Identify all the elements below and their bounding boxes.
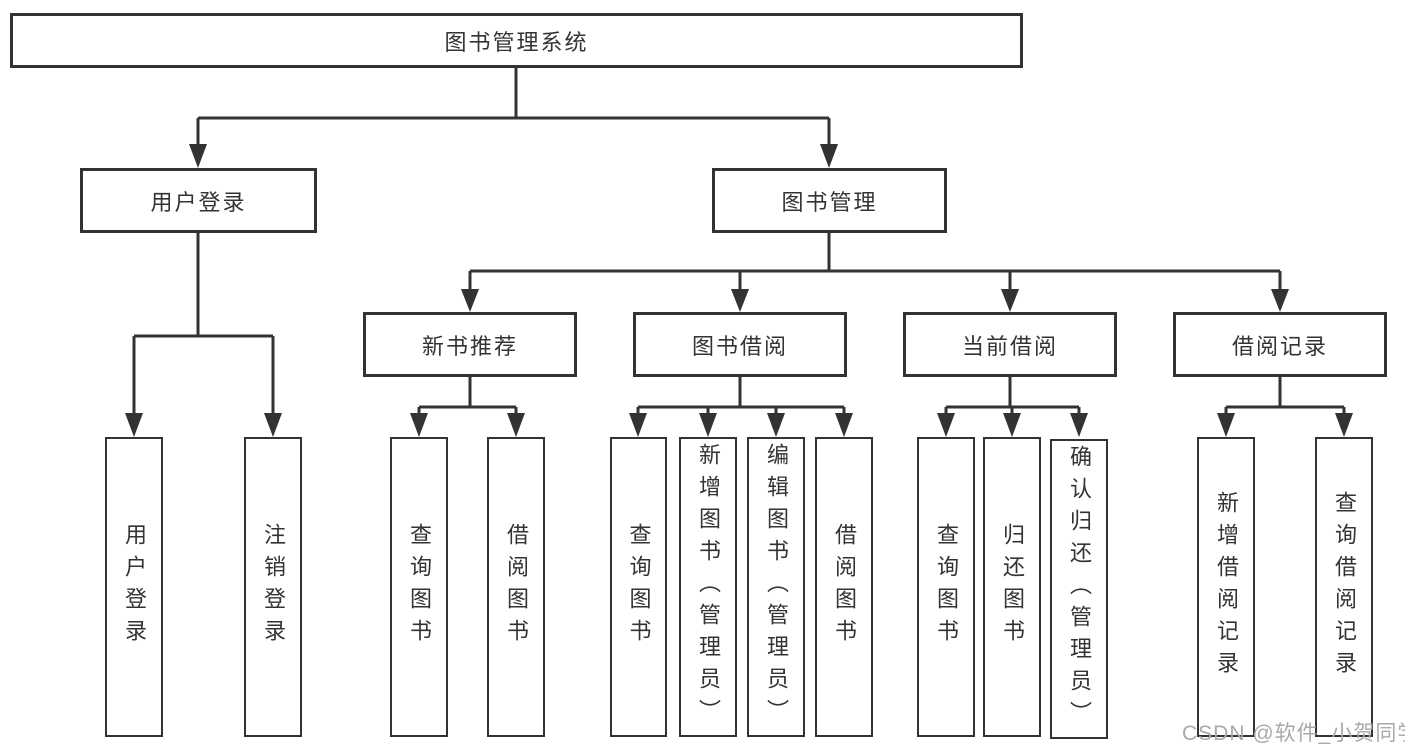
node-new-book-recommend: 新书推荐 (363, 312, 577, 377)
csdn-watermark: CSDN @软件_小贺同学 (1182, 722, 1405, 745)
leaf-label: 新增图书（管理员） (696, 443, 721, 731)
node-book-borrowing: 图书借阅 (633, 312, 847, 377)
leaf-add-borrow-record: 新增借阅记录 (1197, 437, 1255, 737)
node-book-management: 图书管理 (712, 168, 947, 233)
leaf-query-books-recommend: 查询图书 (390, 437, 448, 737)
leaf-label: 查询图书 (626, 523, 652, 651)
leaf-confirm-return-admin: 确认归还（管理员） (1050, 439, 1108, 739)
leaf-label: 注销登录 (261, 523, 286, 651)
leaf-label: 查询借阅记录 (1332, 491, 1357, 683)
leaf-borrow-books: 借阅图书 (815, 437, 873, 737)
leaf-label: 查询图书 (934, 523, 959, 651)
leaf-label: 查询图书 (407, 523, 432, 651)
node-current-borrowing: 当前借阅 (903, 312, 1117, 377)
leaf-return-books: 归还图书 (983, 437, 1041, 737)
node-borrowing-records: 借阅记录 (1173, 312, 1387, 377)
leaf-label: 编辑图书（管理员） (764, 443, 789, 731)
connector-paths (132, 68, 1346, 418)
leaf-user-login: 用户登录 (105, 437, 163, 737)
leaf-label: 归还图书 (1000, 523, 1025, 651)
leaf-label: 新增借阅记录 (1214, 491, 1239, 683)
connector-arrowheads (125, 144, 1353, 437)
leaf-logout: 注销登录 (244, 437, 302, 737)
leaf-label: 用户登录 (122, 523, 147, 651)
leaf-add-books-admin: 新增图书（管理员） (679, 437, 737, 737)
leaf-edit-books-admin: 编辑图书（管理员） (747, 437, 805, 737)
leaf-query-books-borrow: 查询图书 (610, 437, 667, 737)
leaf-query-borrow-record: 查询借阅记录 (1315, 437, 1373, 737)
leaf-borrow-books-recommend: 借阅图书 (487, 437, 545, 737)
node-user-login: 用户登录 (80, 168, 317, 233)
node-root-library-system: 图书管理系统 (10, 13, 1023, 68)
leaf-label: 借阅图书 (832, 523, 857, 651)
leaf-label: 借阅图书 (504, 523, 529, 651)
leaf-query-books-current: 查询图书 (917, 437, 975, 737)
leaf-label: 确认归还（管理员） (1067, 445, 1092, 733)
